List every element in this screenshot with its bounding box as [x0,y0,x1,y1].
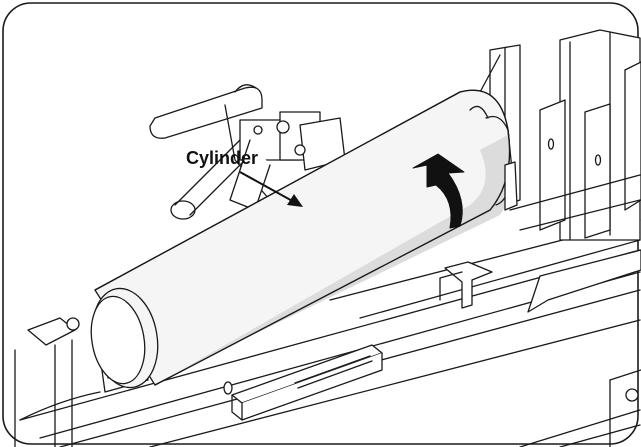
control-valve-assembly [149,84,346,220]
cylinder-callout-label: Cylinder [186,148,258,168]
guide-channel [223,344,383,421]
pointer-arrow-icon [239,171,303,207]
hydraulic-cylinder [90,89,518,389]
curved-rotation-arrow-icon [412,153,465,229]
right-beam-edge [609,369,641,447]
wedge-plate [527,249,641,313]
beam-bracket [439,261,493,309]
